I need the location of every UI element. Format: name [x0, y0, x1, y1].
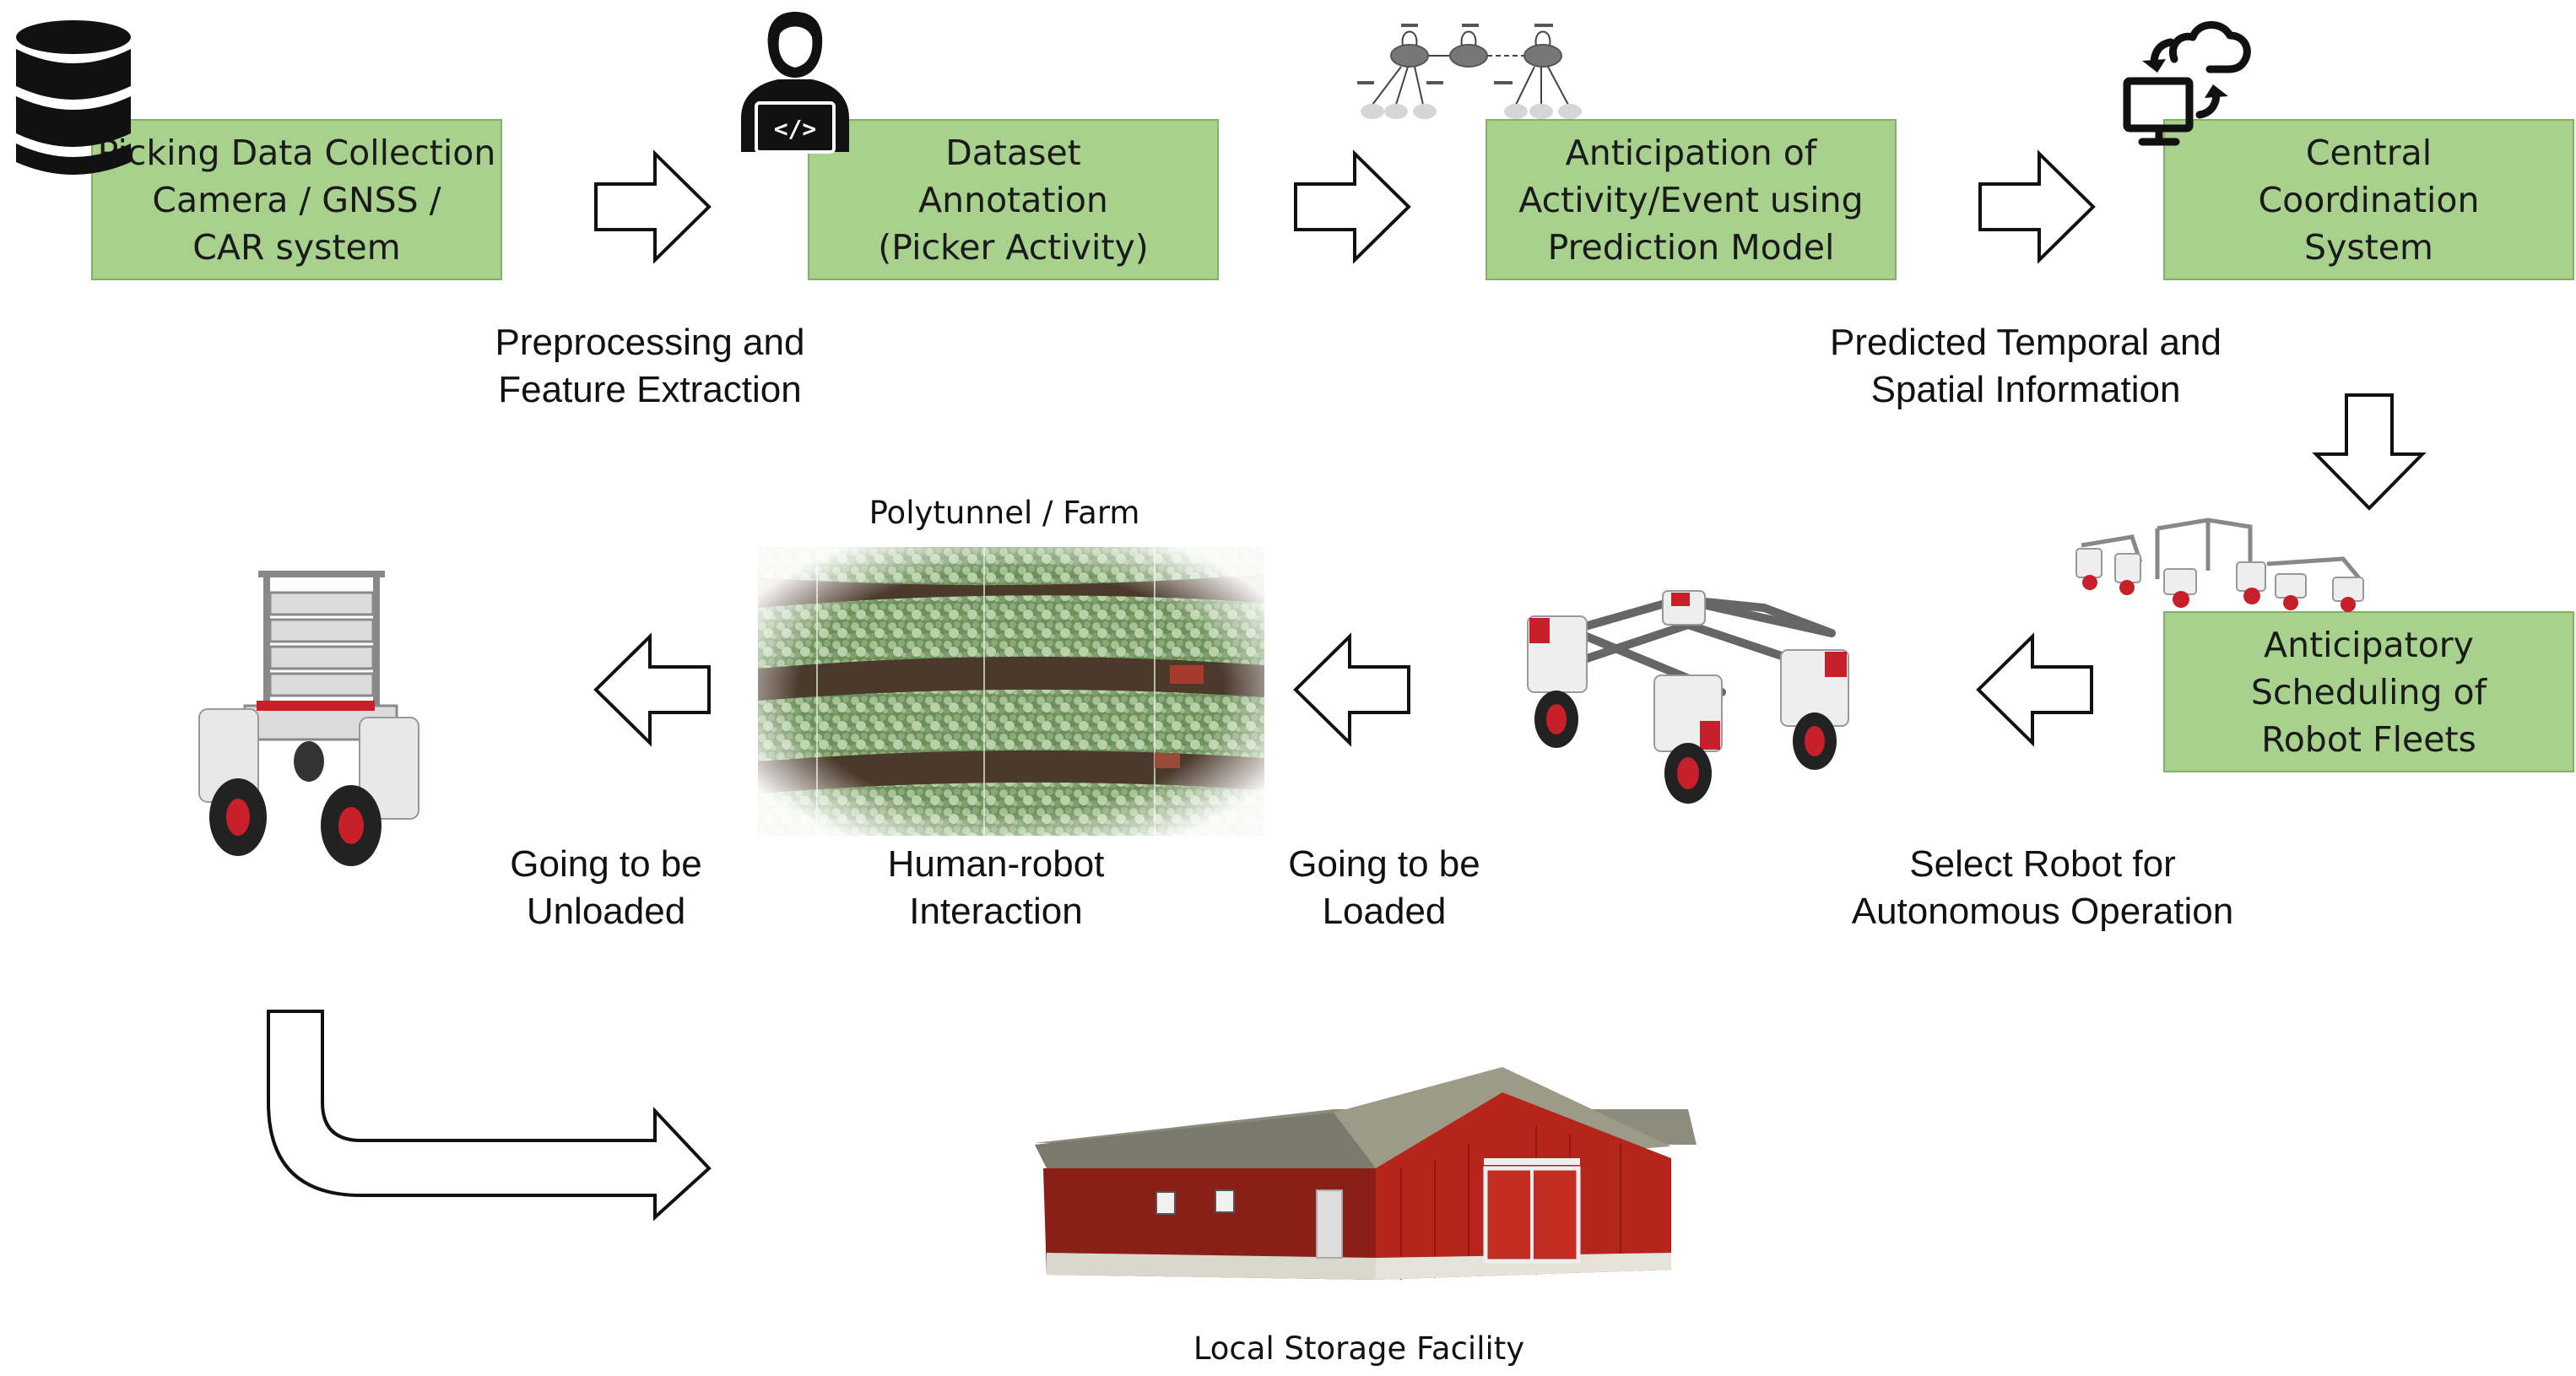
label-preprocessing: Preprocessing and Feature Extraction: [439, 319, 861, 414]
loaded-robot-image: [198, 571, 419, 866]
arrow-curved: [267, 1010, 712, 1222]
box-line: Prediction Model: [1547, 226, 1835, 268]
box-line: Camera / GNSS /: [152, 179, 441, 220]
box-line: Central: [2305, 132, 2433, 173]
label-predicted-info: Predicted Temporal and Spatial Informati…: [1789, 319, 2262, 414]
arrow-right-3: [1978, 149, 2096, 264]
box-line: Dataset: [945, 132, 1081, 173]
box-central-coordination: Central Coordination System: [2163, 119, 2574, 280]
arrow-left-2: [1293, 632, 1410, 747]
label-line: Going to be: [510, 843, 702, 885]
person-laptop-icon: </>: [741, 12, 849, 154]
label-line: Interaction: [909, 891, 1083, 932]
box-line: Coordination: [2258, 179, 2480, 220]
database-icon: [16, 20, 131, 175]
thorvald-robot-image: [1527, 590, 1849, 804]
box-line: (Picker Activity): [878, 226, 1149, 268]
arrow-left-3: [593, 632, 711, 747]
arrow-right-1: [594, 149, 712, 264]
arrow-right-2: [1294, 149, 1411, 264]
label-going-loaded: Going to be Loaded: [1266, 841, 1502, 935]
label-line: Loaded: [1322, 891, 1447, 932]
box-line: Anticipatory: [2264, 624, 2474, 665]
box-line: Picking Data Collection: [97, 132, 496, 173]
box-data-collection: Picking Data Collection Camera / GNSS / …: [91, 119, 502, 280]
label-line: Spatial Information: [1870, 369, 2181, 410]
box-dataset-annotation: Dataset Annotation (Picker Activity): [808, 119, 1219, 280]
box-line: System: [2304, 226, 2433, 268]
label-line: Predicted Temporal and: [1830, 322, 2222, 363]
svg-text:</>: </>: [774, 115, 817, 143]
cloud-sync-icon: [2123, 21, 2251, 146]
box-line: Anticipation of: [1565, 132, 1817, 173]
label-line: Unloaded: [526, 891, 686, 932]
caption-polytunnel-farm: Polytunnel / Farm: [869, 495, 1140, 531]
arrow-left-1: [1976, 632, 2093, 747]
label-line: Human-robot: [887, 843, 1105, 885]
arrow-down: [2312, 393, 2427, 511]
box-line: Robot Fleets: [2261, 718, 2476, 760]
box-anticipation: Anticipation of Activity/Event using Pre…: [1486, 119, 1897, 280]
label-line: Select Robot for: [1909, 843, 2176, 885]
box-line: CAR system: [192, 226, 401, 268]
label-human-robot: Human-robot Interaction: [869, 841, 1123, 935]
box-line: Activity/Event using: [1518, 179, 1864, 220]
label-line: Feature Extraction: [498, 369, 802, 410]
polytunnel-farm-image: [758, 547, 1264, 836]
label-line: Autonomous Operation: [1851, 891, 2234, 932]
robot-fleet-image: [2075, 517, 2364, 612]
box-line: Annotation: [918, 179, 1108, 220]
label-line: Going to be: [1288, 843, 1480, 885]
box-line: Scheduling of: [2250, 671, 2487, 712]
label-line: Preprocessing and: [495, 322, 805, 363]
label-select-robot: Select Robot for Autonomous Operation: [1789, 841, 2296, 935]
label-going-unloaded: Going to be Unloaded: [488, 841, 724, 935]
caption-storage-facility: Local Storage Facility: [1193, 1330, 1525, 1367]
storage-barn-image: [1035, 1067, 1697, 1280]
hmm-graph-icon: [1357, 24, 1582, 119]
box-anticipatory-scheduling: Anticipatory Scheduling of Robot Fleets: [2163, 611, 2574, 772]
